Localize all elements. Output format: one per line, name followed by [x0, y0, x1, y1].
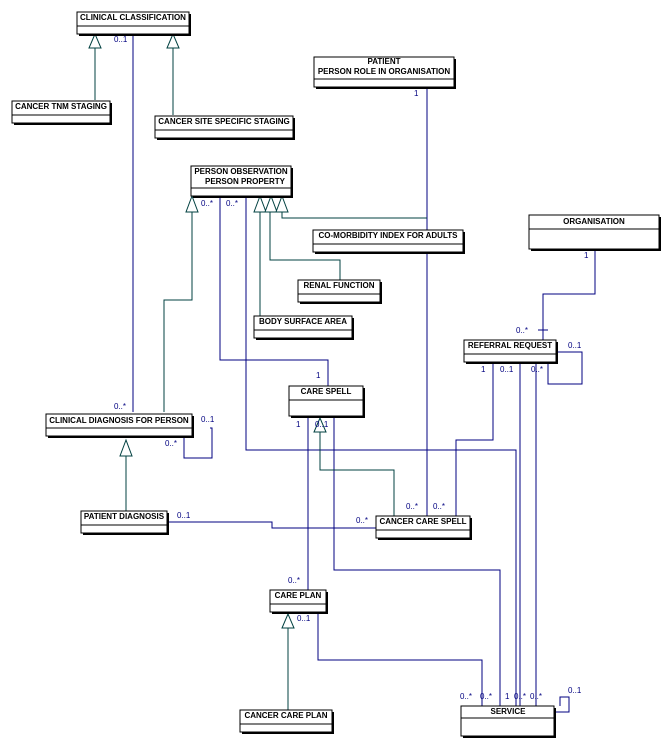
class-name-line1: PATIENT [367, 57, 400, 66]
class-name: BODY SURFACE AREA [259, 317, 347, 326]
multiplicity-label: 0..* [165, 439, 177, 448]
class-service[interactable]: SERVICE [460, 705, 556, 738]
class-cancer-care-plan[interactable]: CANCER CARE PLAN [239, 709, 334, 734]
class-name: CLINICAL DIAGNOSIS FOR PERSON [49, 416, 189, 425]
class-cancer-site-specific-staging[interactable]: CANCER SITE SPECIFIC STAGING [154, 115, 295, 140]
triangle-care-plan [281, 612, 295, 629]
generalization-lines [94, 44, 427, 712]
assoc-observation-service [245, 194, 517, 706]
class-name-line2: PERSON PROPERTY [205, 177, 286, 186]
assoc-organisation-referral [542, 250, 596, 340]
multiplicity-label: 0..* [201, 199, 213, 208]
assoc-observation-care-spell [219, 194, 329, 386]
multiplicity-label: 0..* [516, 326, 528, 335]
multiplicity-label: 0..* [406, 502, 418, 511]
class-patient-diagnosis[interactable]: PATIENT DIAGNOSIS [80, 510, 169, 535]
class-renal-function[interactable]: RENAL FUNCTION [297, 279, 382, 304]
class-clinical-diagnosis-for-person[interactable]: CLINICAL DIAGNOSIS FOR PERSON [45, 413, 194, 438]
gen-comorbidity [281, 208, 427, 219]
multiplicity-label: 0..1 [114, 35, 128, 44]
multiplicity-label: 0..* [514, 692, 526, 701]
gen-renal [269, 208, 341, 280]
triangle-observation-1 [185, 194, 199, 213]
gen-cancer-care-spell [319, 432, 395, 516]
class-care-plan[interactable]: CARE PLAN [269, 589, 328, 614]
assoc-service-self [554, 696, 570, 713]
class-name: PATIENT DIAGNOSIS [84, 512, 165, 521]
multiplicity-label: 0..1 [568, 341, 582, 350]
class-referral-request[interactable]: REFERRAL REQUEST [463, 339, 558, 364]
multiplicity-label: 1 [584, 251, 589, 260]
multiplicity-label: 0..* [480, 692, 492, 701]
multiplicity-label: 0..1 [177, 511, 191, 520]
multiplicity-label: 0..* [356, 516, 368, 525]
class-cancer-tnm-staging[interactable]: CANCER TNM STAGING [11, 100, 112, 125]
triangle-care-spell [313, 416, 327, 433]
triangle-observation-4 [275, 194, 289, 213]
class-name: CANCER CARE SPELL [379, 517, 466, 526]
class-name: RENAL FUNCTION [304, 281, 375, 290]
triangle-observation-2 [253, 194, 267, 213]
multiplicity-label: 0..* [114, 402, 126, 411]
multiplicity-label: 1 [316, 371, 321, 380]
multiplicity-label: 1 [296, 420, 301, 429]
class-care-spell[interactable]: CARE SPELL [288, 385, 365, 418]
triangle-clinical-diagnosis [119, 438, 133, 457]
multiplicity-label: 0..* [288, 576, 300, 585]
class-name: CARE PLAN [275, 591, 322, 600]
assoc-referral-cancer-care-spell [455, 361, 494, 516]
class-name: REFERRAL REQUEST [468, 341, 552, 350]
class-patient[interactable]: PATIENT PERSON ROLE IN ORGANISATION [313, 56, 456, 89]
multiplicity-label: 0..* [433, 502, 445, 511]
multiplicity-label: 1 [481, 365, 486, 374]
triangle-observation-3 [264, 194, 278, 213]
multiplicity-label: 0..1 [568, 686, 582, 695]
assoc-patient-diagnosis-ccs [168, 521, 376, 529]
class-body-surface-area[interactable]: BODY SURFACE AREA [253, 315, 354, 340]
class-name-line1: PERSON OBSERVATION [194, 167, 288, 176]
multiplicity-label: 0..1 [201, 415, 215, 424]
class-name: CO-MORBIDITY INDEX FOR ADULTS [319, 231, 459, 240]
triangle-classification-left [88, 32, 102, 49]
multiplicity-label: 1 [414, 89, 419, 98]
gen-clinical-diagnosis [163, 208, 193, 412]
assoc-diagnosis-self [183, 427, 213, 459]
class-cancer-care-spell[interactable]: CANCER CARE SPELL [375, 515, 472, 540]
multiplicity-label: 0..1 [297, 614, 311, 623]
multiplicity-label: 0..* [226, 199, 238, 208]
class-name: CLINICAL CLASSIFICATION [80, 13, 186, 22]
multiplicity-label: 0..* [460, 692, 472, 701]
class-organisation[interactable]: ORGANISATION [528, 214, 661, 251]
class-name: CANCER CARE PLAN [244, 711, 327, 720]
class-name: CARE SPELL [301, 387, 352, 396]
multiplicity-label: 1 [505, 692, 510, 701]
multiplicity-label: 0..1 [315, 420, 329, 429]
generalization-arrows [88, 32, 327, 629]
class-comorbidity-index[interactable]: CO-MORBIDITY INDEX FOR ADULTS [312, 229, 465, 254]
association-lines [132, 34, 596, 713]
multiplicity-label: 0..* [531, 365, 543, 374]
class-boxes: CLINICAL CLASSIFICATION CANCER TNM STAGI… [11, 11, 661, 738]
assoc-care-plan-service [317, 612, 483, 706]
triangle-classification-right [166, 32, 180, 49]
assoc-care-spell-service [333, 416, 501, 706]
class-name: ORGANISATION [563, 217, 625, 226]
multiplicity-label: 0..1 [500, 365, 514, 374]
class-clinical-classification[interactable]: CLINICAL CLASSIFICATION [76, 11, 191, 36]
class-name: CANCER SITE SPECIFIC STAGING [158, 117, 289, 126]
class-name-line2: PERSON ROLE IN ORGANISATION [318, 67, 451, 76]
class-person-observation[interactable]: PERSON OBSERVATION PERSON PROPERTY [190, 165, 293, 198]
class-name: CANCER TNM STAGING [15, 102, 107, 111]
class-name: SERVICE [491, 707, 527, 716]
multiplicity-labels: 0..1 0..* 1 0..* 0..* 1 0..* 0..1 1 0..1… [114, 35, 589, 701]
multiplicity-label: 0..* [530, 692, 542, 701]
assoc-referral-self [547, 351, 583, 385]
